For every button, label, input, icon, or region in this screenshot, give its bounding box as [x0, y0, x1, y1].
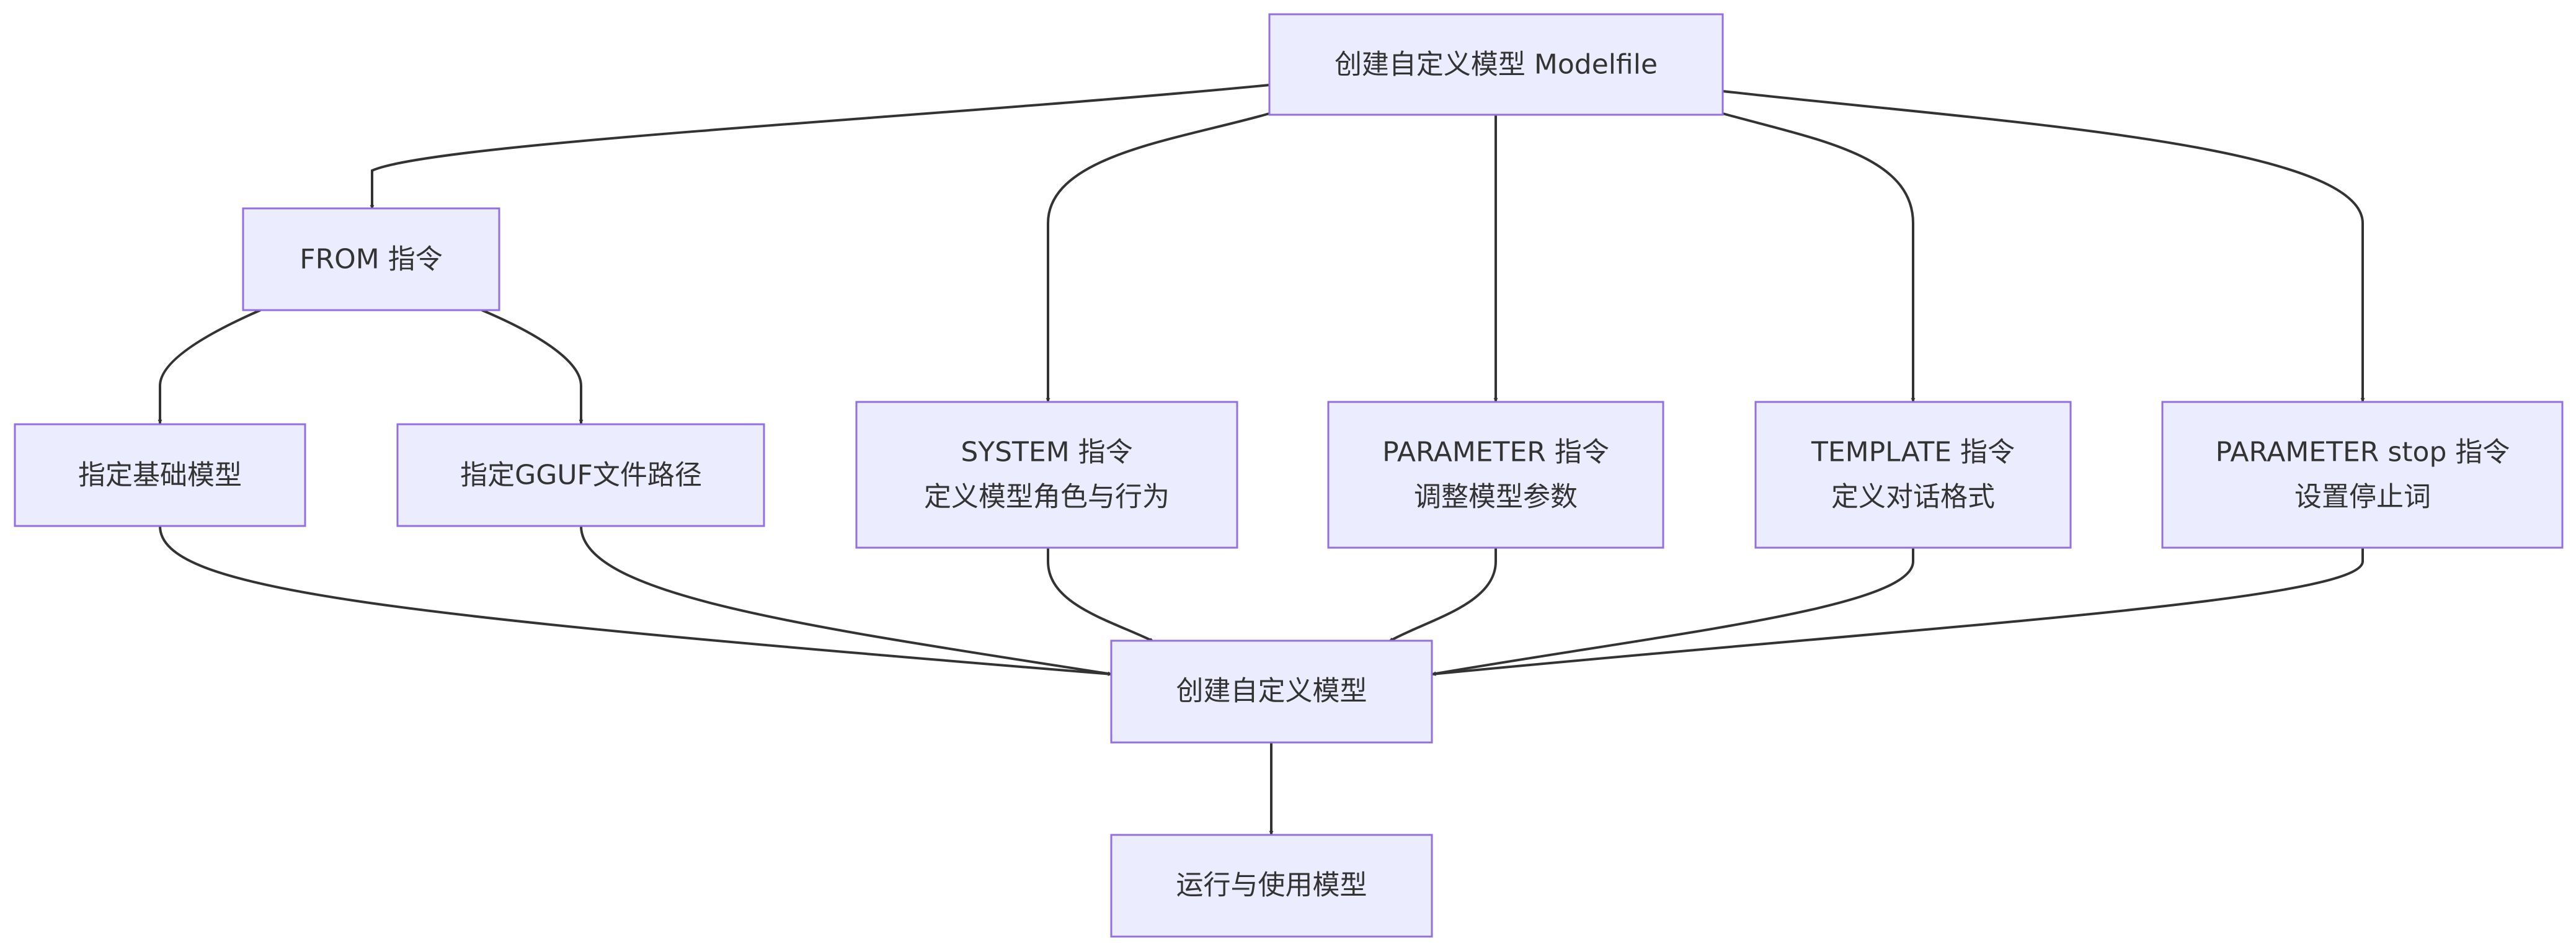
edge-from-to-gguf-path: [481, 309, 584, 424]
node-modelfile: 创建自定义模型 Modelfile: [1268, 13, 1724, 116]
node-label-parameter-line-2: 调整模型参数: [1414, 481, 1578, 513]
edge-parameter-to-create: [1388, 548, 1497, 643]
node-label-gguf-path-line-1: 指定GGUF文件路径: [460, 460, 702, 491]
edge-gguf-path-to-create: [580, 525, 1113, 676]
node-label-modelfile-line-1: 创建自定义模型 Modelfile: [1335, 49, 1658, 81]
edge-modelfile-to-template: [1722, 112, 1916, 403]
node-label-run-line-1: 运行与使用模型: [1176, 870, 1367, 901]
node-create: 创建自定义模型: [1110, 639, 1433, 744]
node-label-template-line-2: 定义对话格式: [1831, 481, 1995, 513]
node-label-from-line-1: FROM 指令: [300, 244, 442, 275]
edge-base-model-to-create: [159, 525, 1113, 676]
node-run: 运行与使用模型: [1110, 834, 1433, 938]
node-label-stop-line-1: PARAMETER stop 指令: [2216, 437, 2510, 468]
edge-from-to-base-model: [158, 309, 261, 424]
edge-modelfile-to-from: [370, 84, 1270, 210]
edge-stop-to-create: [1431, 548, 2364, 676]
edge-modelfile-to-stop: [1722, 90, 2365, 403]
node-gguf-path: 指定GGUF文件路径: [396, 423, 765, 527]
edges: [158, 84, 2365, 835]
edge-modelfile-to-system: [1046, 112, 1270, 403]
edge-system-to-create: [1047, 548, 1154, 643]
node-label-system-line-1: SYSTEM 指令: [961, 437, 1132, 468]
node-label-create-line-1: 创建自定义模型: [1176, 675, 1367, 707]
node-from: FROM 指令: [242, 207, 500, 311]
node-base-model: 指定基础模型: [14, 423, 306, 527]
node-label-system-line-2: 定义模型角色与行为: [924, 481, 1170, 513]
node-label-parameter-line-1: PARAMETER 指令: [1382, 437, 1609, 468]
edge-template-to-create: [1431, 548, 1914, 676]
node-label-stop-line-2: 设置停止词: [2294, 481, 2431, 513]
nodes: 创建自定义模型 Modelfile FROM 指令 指定基础模型 指定GGUF文…: [14, 13, 2564, 938]
node-label-base-model-line-1: 指定基础模型: [78, 460, 242, 491]
node-label-template-line-1: TEMPLATE 指令: [1811, 437, 2015, 468]
